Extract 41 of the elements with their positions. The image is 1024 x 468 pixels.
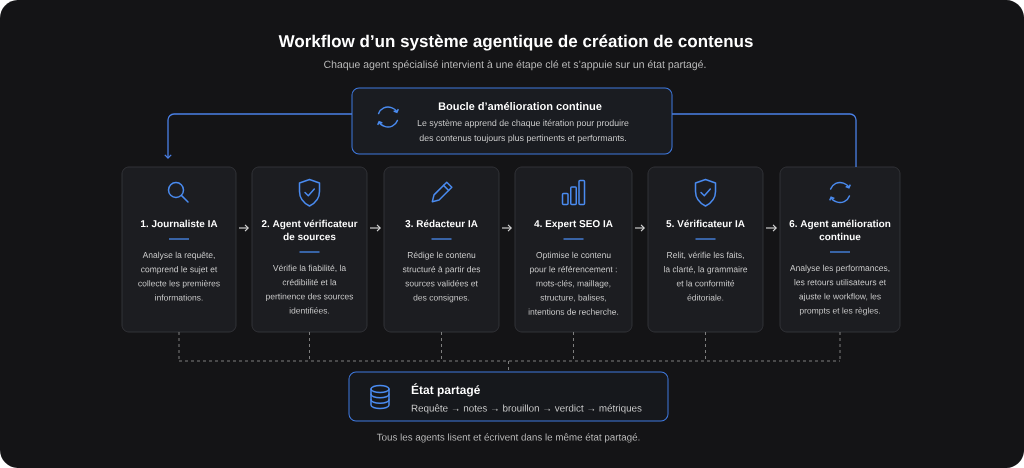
connector-line xyxy=(671,113,857,168)
dashed-connector xyxy=(178,331,180,362)
card-text: Analyse la requête, comprend le sujet et collecte les premières informations. xyxy=(138,251,220,301)
agent-card xyxy=(647,166,764,333)
arrow xyxy=(369,224,381,232)
card-title: 5. Vérificateur IA xyxy=(666,219,745,228)
card-title: 3. Rédacteur IA xyxy=(405,219,478,228)
arrow xyxy=(634,224,645,232)
card-text: Vérifie la fiabilité, la crédibilité et la pertinence des sources identifiées. xyxy=(266,264,354,314)
box-title: Boucle d’amélioration continue xyxy=(438,101,602,111)
box-title: État partagé xyxy=(411,383,480,397)
arrow xyxy=(501,224,512,232)
dashed-connector xyxy=(839,331,841,362)
agent-card xyxy=(251,166,368,333)
dashed-connector xyxy=(705,331,706,362)
arrow xyxy=(164,113,353,159)
card-title: 4. Expert SEO IA xyxy=(534,220,613,230)
card-title: 6. Agent amélioration continue xyxy=(789,219,891,241)
card-text: Analyse les performances, les retours utilisateurs et ajuste le workflow, les prompts et les règles. xyxy=(789,264,890,316)
subtitle: Chaque agent spécialisé intervient à une étape clé et s’appuie sur un état partagé. xyxy=(324,60,706,71)
dashed-connector xyxy=(573,331,574,362)
card-title: 2. Agent vérificateur de sources xyxy=(261,219,358,241)
agent-card xyxy=(779,166,901,333)
info-box xyxy=(351,87,673,155)
card-title: 1. Journaliste IA xyxy=(141,219,218,228)
dashed-connector xyxy=(309,331,310,362)
box-text: Le système apprend de chaque itération pour produire des contenus toujours plus pertinents et performants. xyxy=(417,119,629,143)
agent-card xyxy=(514,166,633,333)
box-text: Requête → notes → brouillon → verdict → métriques xyxy=(411,404,642,414)
arrow xyxy=(765,224,777,232)
dashed-connector xyxy=(441,331,442,362)
agent-card xyxy=(383,166,500,333)
card-text: Optimise le contenu pour le référencement : mots-clés, maillage, structure, balises, intentions de recherche. xyxy=(528,251,619,315)
card-text: Rédige le contenu structuré à partir des sources validées et des consignes. xyxy=(402,251,481,303)
agent-card xyxy=(121,166,237,333)
arrow xyxy=(238,224,249,232)
state-box xyxy=(348,371,669,422)
title: Workflow d’un système agentique de création de contenus xyxy=(278,34,753,51)
dashed-connector xyxy=(178,360,841,373)
caption: Tous les agents lisent et écrivent dans le même état partagé. xyxy=(376,433,640,443)
card-text: Relit, vérifie les faits, la clarté, la grammaire et la conformité éditoriale. xyxy=(664,251,748,301)
